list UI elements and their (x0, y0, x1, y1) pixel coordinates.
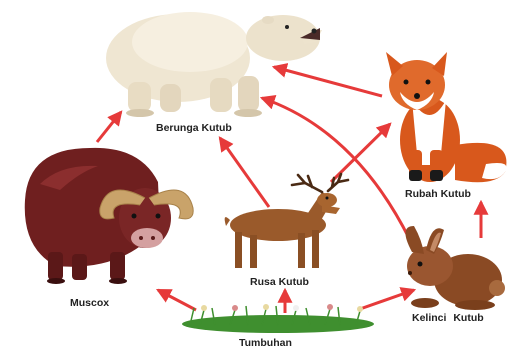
arrow-plants-to-rabbit (360, 290, 414, 309)
label-polar-bear: Berunga Kutub (156, 123, 232, 134)
label-reindeer: Rusa Kutub (250, 277, 309, 288)
arctic-hare-icon (405, 226, 505, 310)
arrow-fox-to-bear (274, 67, 382, 96)
reindeer-icon (225, 174, 348, 268)
plants-icon (182, 304, 374, 333)
polar-bear-icon (106, 12, 322, 117)
label-arctic-fox: Rubah Kutub (405, 189, 471, 200)
arrow-plants-to-muskox (158, 290, 196, 310)
arrow-muskox-to-bear (97, 112, 121, 142)
arrow-deer-to-fox (331, 124, 390, 182)
arrow-deer-to-bear (220, 138, 269, 207)
muskox-icon (25, 148, 193, 284)
label-muskox: Muscox (70, 298, 109, 309)
label-arctic-hare: Kelinci Kutub (412, 313, 484, 324)
arctic-fox-icon (386, 52, 506, 182)
label-plants: Tumbuhan (239, 338, 292, 349)
